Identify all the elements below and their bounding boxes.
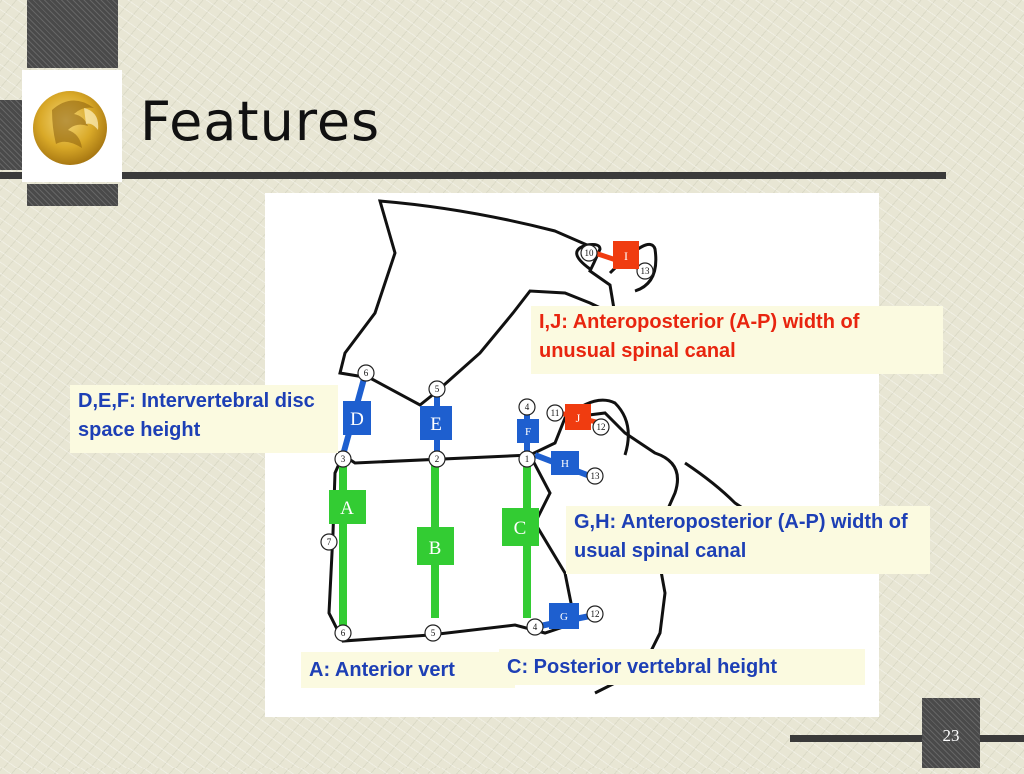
callout-gh: G,H: Anteroposterior (A-P) width of usua… [566,506,930,574]
point-label: 4 [525,402,530,412]
point-label: 6 [364,368,369,378]
tag-j [565,404,591,430]
pegasus-logo-icon [33,91,107,165]
point-7 [320,533,338,551]
point-4a [518,398,536,416]
point-label: 1 [525,454,530,464]
point-label: 13 [641,266,651,276]
point-label: 7 [327,537,332,547]
callout-def: D,E,F: Intervertebral disc space height [70,385,338,453]
measure-tags: D E F I J H G A B C [329,241,639,629]
logo [22,70,122,182]
tag-c-label: C [514,518,527,539]
tag-e-label: E [430,414,442,435]
point-13b [586,467,604,485]
vertebra-diagram-panel: 6 5 4 11 3 2 1 7 6 5 4 10 13 12 13 12 D … [265,193,879,717]
point-1 [518,450,536,468]
callout-c: C: Posterior vertebral height [499,649,865,685]
footer-rule-right [980,735,1024,742]
page-number: 23 [942,726,960,745]
vertebra-diagram: 6 5 4 11 3 2 1 7 6 5 4 10 13 12 13 12 D … [320,199,766,695]
slide-title: Features [140,90,381,153]
point-5a [428,380,446,398]
tag-c [502,508,539,546]
footer-rule-left [790,735,922,742]
callout-a: A: Anterior vert [301,652,515,688]
corner-square-left [0,100,22,170]
point-4b [526,618,544,636]
point-10 [580,244,598,262]
tag-f-label: F [525,426,531,438]
point-label: 5 [431,628,436,638]
point-label: 12 [597,422,606,432]
tag-f [517,419,539,443]
tag-b [417,527,454,565]
tag-a-label: A [340,498,354,519]
landmark-numbers: 6 5 4 11 3 2 1 7 6 5 4 10 13 12 13 12 [327,248,650,638]
tag-g-label: G [560,611,568,623]
corner-square-top [27,0,118,68]
tag-a [329,490,366,524]
title-rule-left [0,172,22,179]
landmark-points [320,244,654,642]
point-label: 12 [591,609,600,619]
title-rule [122,172,946,179]
tag-h [551,451,579,475]
point-6a [357,364,375,382]
tag-i-label: I [624,249,628,263]
tag-d-label: D [350,409,364,430]
tag-i [613,241,639,269]
point-13a [636,262,654,280]
point-label: 5 [435,384,440,394]
point-label: 6 [341,628,346,638]
vertebra-outline [327,199,766,695]
point-label: 10 [585,248,595,258]
tag-h-label: H [561,458,569,470]
point-label: 11 [551,408,560,418]
tag-j-label: J [576,411,581,425]
point-12b [586,605,604,623]
point-6b [334,624,352,642]
tag-e [420,406,452,440]
point-label: 13 [591,471,601,481]
point-11 [546,404,564,422]
tag-b-label: B [429,538,442,559]
point-label: 4 [533,622,538,632]
tag-d [343,401,371,435]
tag-g [549,603,579,629]
page-number-square [922,698,980,768]
corner-square-bottom [27,184,118,206]
point-3 [334,450,352,468]
point-label: 2 [435,454,440,464]
point-12a [592,418,610,436]
callout-ij: I,J: Anteroposterior (A-P) width of unus… [531,306,943,374]
point-5b [424,624,442,642]
point-label: 3 [341,454,346,464]
point-2 [428,450,446,468]
